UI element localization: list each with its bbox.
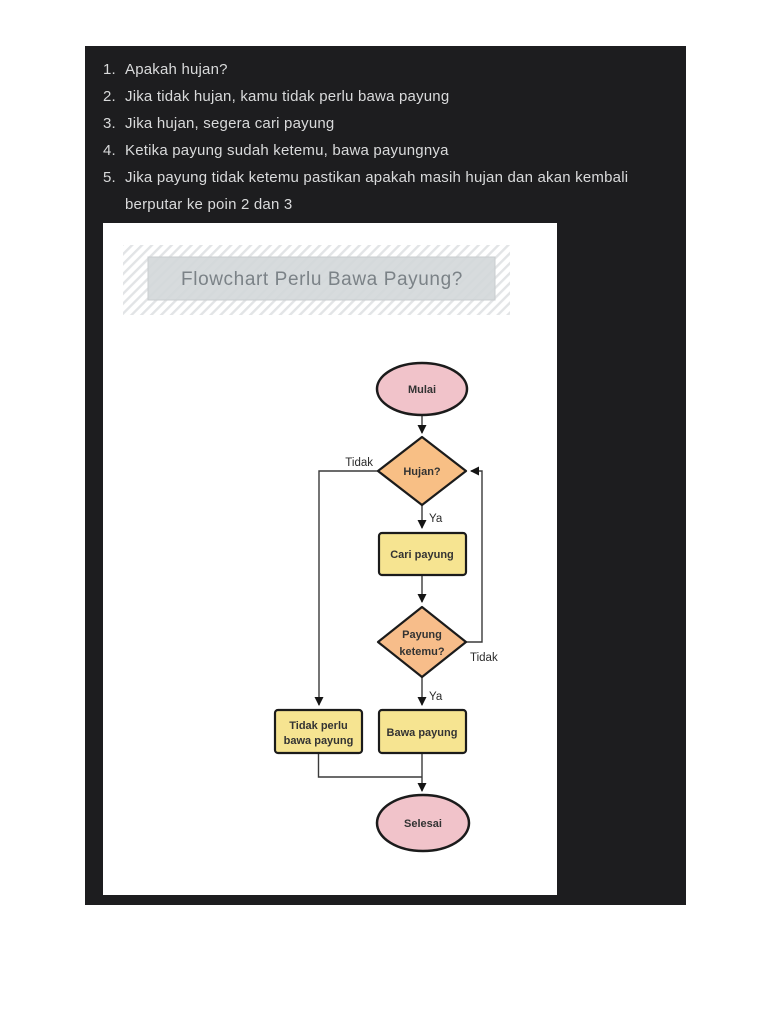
- flowchart-diagram: Flowchart Perlu Bawa Payung? Tidak Ya Ti…: [123, 245, 510, 853]
- list-item-text: Jika payung tidak ketemu pastikan apakah…: [125, 169, 629, 213]
- edge-label-found-no: Tidak: [470, 652, 498, 664]
- list-item-number: 1.: [103, 61, 116, 78]
- edge-label-rain-no: Tidak: [345, 457, 373, 469]
- node-rain-decision: [376, 435, 468, 507]
- node-found-label-line2: ketemu?: [399, 646, 445, 658]
- node-noneed-label-line1: Tidak perlu: [289, 720, 347, 732]
- instruction-list: 1. Apakah hujan? 2. Jika tidak hujan, ka…: [85, 46, 686, 218]
- list-item: 1. Apakah hujan?: [103, 56, 674, 83]
- list-item-text: Jika hujan, segera cari payung: [125, 115, 335, 132]
- list-item-number: 5.: [103, 169, 116, 186]
- edge-rain-no: [314, 470, 378, 706]
- edge-found-no: [466, 466, 483, 643]
- list-item: 3. Jika hujan, segera cari payung: [103, 110, 674, 137]
- node-rain-label: Hujan?: [403, 466, 441, 478]
- node-find-process: [377, 531, 468, 577]
- list-item: 5. Jika payung tidak ketemu pastikan apa…: [103, 164, 674, 218]
- list-item-text: Ketika payung sudah ketemu, bawa payungn…: [125, 142, 449, 159]
- node-bring-process: [377, 708, 468, 755]
- list-item-text: Jika tidak hujan, kamu tidak perlu bawa …: [125, 88, 450, 105]
- node-noneed-process: [273, 708, 364, 755]
- node-found-decision: [376, 605, 468, 679]
- node-start-terminator: [375, 361, 469, 417]
- node-bring-label: Bawa payung: [387, 727, 458, 739]
- list-item-text: Apakah hujan?: [125, 61, 228, 78]
- node-end-label: Selesai: [404, 818, 442, 830]
- flowchart-panel: Flowchart Perlu Bawa Payung? Tidak Ya Ti…: [103, 223, 557, 895]
- slide-page: 1. Apakah hujan? 2. Jika tidak hujan, ka…: [85, 46, 686, 905]
- list-item: 4. Ketika payung sudah ketemu, bawa payu…: [103, 137, 674, 164]
- edge-noneed-join: [317, 753, 422, 778]
- list-item-number: 3.: [103, 115, 116, 132]
- edge-label-rain-yes: Ya: [429, 513, 443, 525]
- node-noneed-label-line2: bawa payung: [284, 735, 354, 747]
- list-item: 2. Jika tidak hujan, kamu tidak perlu ba…: [103, 83, 674, 110]
- node-find-label: Cari payung: [390, 549, 454, 561]
- list-item-number: 2.: [103, 88, 116, 105]
- list-item-number: 4.: [103, 142, 116, 159]
- flowchart-title: Flowchart Perlu Bawa Payung?: [181, 269, 463, 290]
- node-start-label: Mulai: [408, 384, 436, 396]
- edge-label-found-yes: Ya: [429, 691, 443, 703]
- node-end-terminator: [375, 793, 471, 853]
- node-found-label-line1: Payung: [402, 629, 442, 641]
- title-box: [147, 256, 496, 301]
